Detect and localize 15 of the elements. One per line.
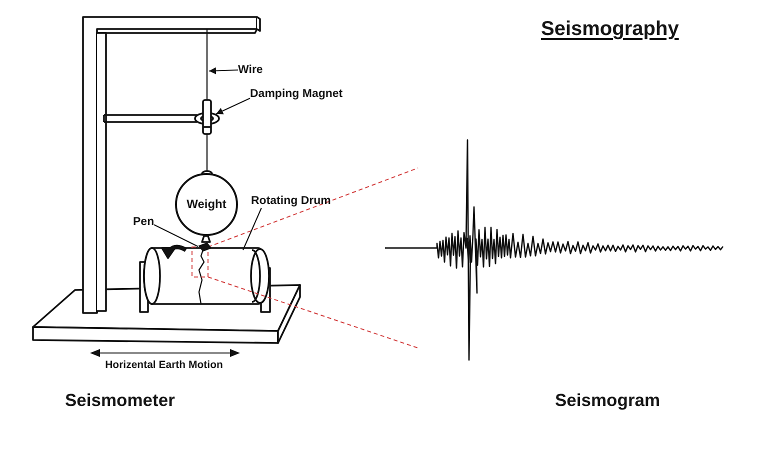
leader-line	[242, 208, 262, 250]
weight-label: Weight	[186, 197, 226, 212]
drawing-caption: Seismometer	[65, 389, 175, 411]
drawing-caption: Seismogram	[555, 389, 660, 411]
pen-tip	[198, 242, 212, 252]
part-label: Rotating Drum	[251, 194, 331, 208]
leader-arrow	[216, 98, 250, 114]
leader-arrow	[208, 67, 238, 74]
part-label: Wire	[238, 63, 263, 77]
weight-circle	[175, 173, 238, 236]
title: Seismography	[541, 17, 679, 41]
part-label: Pen	[133, 215, 154, 229]
leader-line	[154, 224, 198, 247]
part-label: Damping Magnet	[250, 87, 343, 101]
motion-label: Horizental Earth Motion	[105, 359, 223, 372]
